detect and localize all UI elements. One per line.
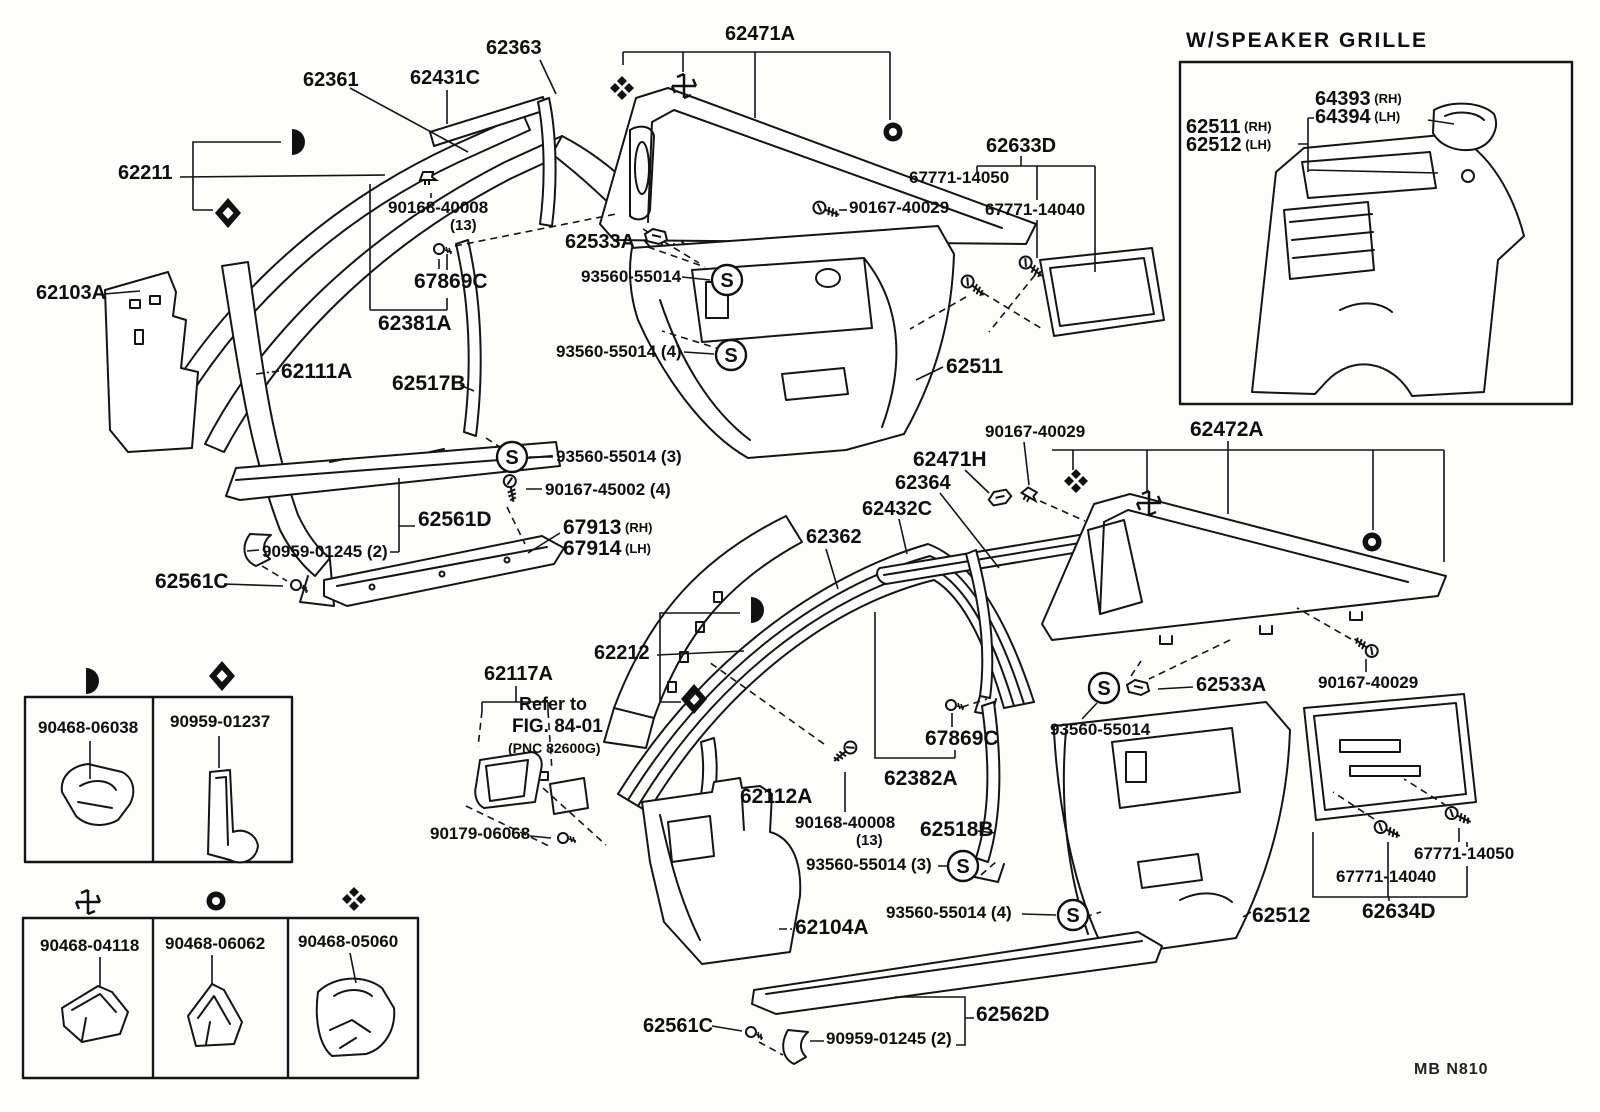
scircle-icon: S (1056, 898, 1090, 932)
part-label-62363: 62363 (486, 37, 542, 59)
part-label-67771-14050-bot: 67771-14050 (1414, 844, 1515, 863)
part-label-67771-14040-bot: 67771-14040 (1336, 867, 1437, 886)
part-label-62561D: 62561D (418, 508, 492, 531)
part-label-62511: 62511 (946, 355, 1004, 378)
part-label-90959-01237: 90959-01237 (170, 712, 271, 731)
part-label-side-64394: (LH) (1370, 109, 1401, 124)
part-label-90168-40008-bot: 90168-40008 (795, 813, 896, 832)
page-code: MB N810 (1414, 1061, 1489, 1078)
screw-symbol-letter: S (1097, 678, 1110, 700)
part-shapes (21, 60, 1574, 1080)
part-label-67869C-bot: 67869C (925, 727, 999, 750)
part-label-62533A-right: 62533A (1196, 674, 1267, 696)
part-label-64394: 64394 (LH) (1315, 106, 1401, 128)
part-label-90168-13-top: (13) (450, 217, 477, 234)
part-label-62382A: 62382A (884, 767, 958, 790)
scircle-icon: S (495, 440, 529, 474)
part-label-62472A: 62472A (1190, 418, 1264, 441)
part-label-67771-14040-top: 67771-14040 (985, 200, 1086, 219)
part-label-refer-1: Refer to (519, 694, 588, 714)
part-label-62104A: 62104A (795, 916, 869, 939)
part-label-90959-01245-a: 90959-01245 (2) (262, 542, 388, 561)
part-label-90468-04118: 90468-04118 (40, 936, 140, 955)
screw-symbol-letter: S (1066, 905, 1079, 927)
part-label-90179-06068: 90179-06068 (430, 824, 531, 843)
part-label-90468-06038: 90468-06038 (38, 718, 139, 737)
part-label-90959-01245-b: 90959-01245 (2) (826, 1029, 952, 1048)
part-label-62111A: 62111A (281, 360, 353, 383)
part-label-62471H: 62471H (913, 448, 987, 471)
part-label-67913: 67913 (RH) (563, 516, 653, 539)
part-label-62518B: 62518B (920, 818, 994, 841)
part-label-side-62511-rh: (RH) (1240, 119, 1272, 134)
part-label-62634D: 62634D (1362, 900, 1436, 923)
part-label-side-64393: (RH) (1370, 91, 1402, 106)
part-label-62211: 62211 (118, 162, 173, 184)
part-label-67914: 67914 (LH) (563, 537, 652, 560)
part-label-90167-40029-mid: 90167-40029 (985, 422, 1086, 441)
part-label-62633D: 62633D (986, 135, 1057, 157)
part-label-93560-55014-b: 93560-55014 (4) (556, 342, 682, 361)
part-label-62512-lh: 62512 (LH) (1186, 134, 1272, 156)
part-label-90168-40008-top: 90168-40008 (388, 198, 489, 217)
part-label-62471A: 62471A (725, 23, 796, 45)
part-label-90168-13-bot: (13) (856, 832, 883, 849)
part-label-64393: 64393 (RH) (1315, 88, 1402, 110)
part-label-62432C: 62432C (862, 498, 933, 520)
part-label-93560-55014-e: 93560-55014 (3) (806, 855, 932, 874)
part-label-62561C-bot: 62561C (643, 1015, 714, 1037)
screw-symbol-letter: S (724, 345, 737, 367)
part-label-side-67913: (RH) (621, 520, 653, 535)
part-label-62361: 62361 (303, 69, 359, 91)
part-label-93560-55014-d: 93560-55014 (1050, 720, 1151, 739)
part-label-side-67914: (LH) (621, 541, 652, 556)
part-label-90167-40029-top: 90167-40029 (849, 198, 950, 217)
part-label-62362: 62362 (806, 526, 862, 548)
part-label-90167-45002: 90167-45002 (4) (545, 480, 671, 499)
scircle-icon: S (1087, 671, 1121, 705)
part-label-93560-55014-a: 93560-55014 (581, 267, 682, 286)
part-label-62381A: 62381A (378, 312, 452, 335)
part-label-62117A: 62117A (484, 663, 553, 685)
scircle-icon: S (946, 849, 980, 883)
part-label-93560-55014-f: 93560-55014 (4) (886, 903, 1012, 922)
part-label-62533A-top: 62533A (565, 231, 636, 253)
screw-symbol-letter: S (720, 270, 733, 292)
speaker-grille-title: W/SPEAKER GRILLE (1186, 29, 1429, 52)
part-label-62562D: 62562D (976, 1003, 1050, 1026)
part-label-62517B: 62517B (392, 372, 466, 395)
part-label-67771-14050-top: 67771-14050 (909, 168, 1010, 187)
part-label-62364: 62364 (895, 472, 951, 494)
part-label-side-62512-lh: (LH) (1241, 137, 1272, 152)
screw-symbol-letter: S (956, 856, 969, 878)
part-label-62103A: 62103A (36, 282, 107, 304)
part-label-62112A: 62112A (740, 785, 813, 808)
part-label-62512: 62512 (1252, 904, 1311, 927)
part-label-93560-55014-c: 93560-55014 (3) (556, 447, 682, 466)
part-label-refer-3: (PNC 82600G) (508, 740, 601, 756)
part-label-90167-40029-right: 90167-40029 (1318, 673, 1419, 692)
part-label-62212: 62212 (594, 642, 650, 664)
part-label-90468-06062: 90468-06062 (165, 934, 266, 953)
screw-symbol-letter: S (505, 447, 518, 469)
part-label-62561C-mid: 62561C (155, 570, 229, 593)
part-label-refer-2: FIG. 84-01 (512, 716, 603, 737)
leader-lines (89, 51, 1468, 1046)
scircle-icon: S (714, 338, 748, 372)
scircle-icon: S (710, 263, 744, 297)
fastener-icons: S S S S S S (74, 72, 1475, 1042)
assembly-dashed-lines (261, 213, 1448, 1056)
part-label-62511-rh: 62511 (RH) (1186, 116, 1272, 138)
part-label-90468-05060: 90468-05060 (298, 932, 399, 951)
part-label-62431C: 62431C (410, 67, 481, 89)
part-label-67869C-top: 67869C (414, 270, 488, 293)
